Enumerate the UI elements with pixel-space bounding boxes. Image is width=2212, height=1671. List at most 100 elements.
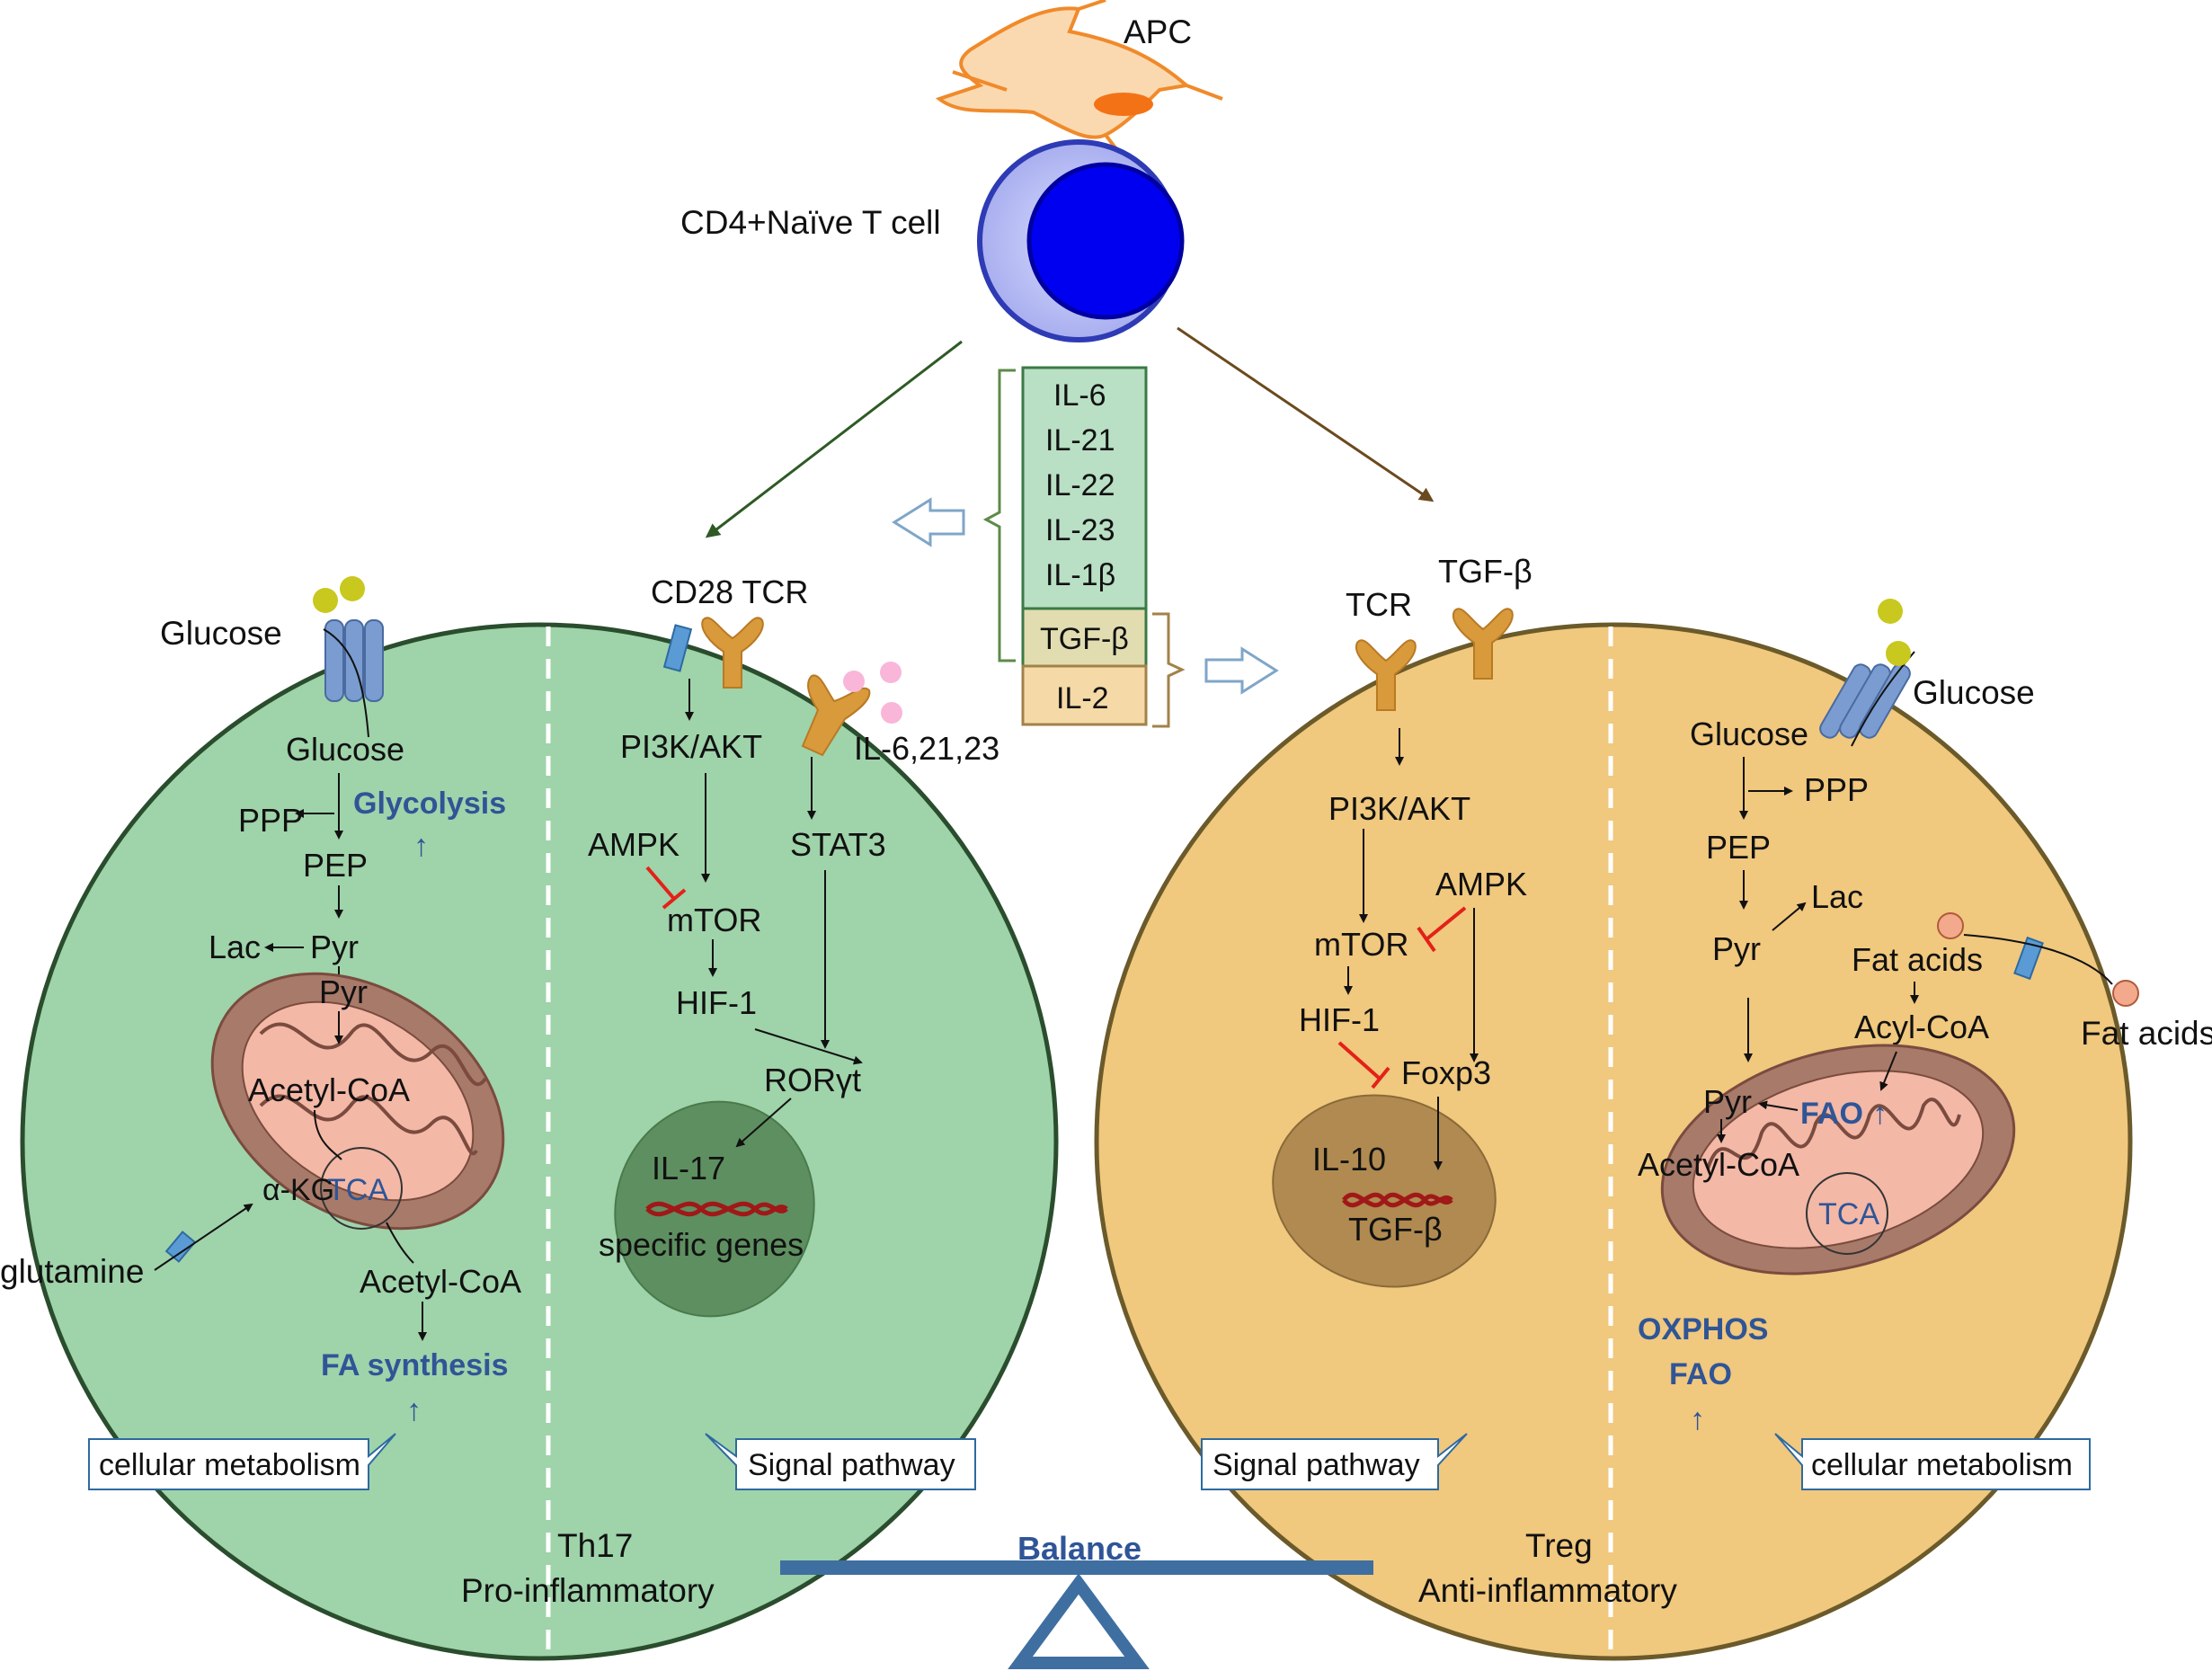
left-tca: TCA	[327, 1173, 388, 1207]
right-glucose-outside: Glucose	[1913, 674, 2035, 711]
tcr-receptor-left	[701, 617, 764, 689]
right-acylcoa: Acyl-CoA	[1854, 1009, 1989, 1045]
left-specific-genes: specific genes	[599, 1226, 804, 1263]
left-acetylcoa1: Acetyl-CoA	[248, 1071, 410, 1108]
mitochondrion-right	[1660, 1044, 2016, 1275]
fat-acid-dot	[1937, 912, 1964, 939]
anti-inflammatory-label: Anti-inflammatory	[1418, 1572, 1677, 1609]
right-mtor: mTOR	[1314, 926, 1408, 963]
callout-metabolism-right-text: cellular metabolism	[1811, 1448, 2073, 1482]
right-lac: Lac	[1811, 878, 1863, 915]
right-tca: TCA	[1818, 1197, 1879, 1231]
right-tcr: TCR	[1346, 586, 1412, 623]
right-fat-acids-outside: Fat acids	[2081, 1015, 2212, 1052]
right-ppp: PPP	[1804, 771, 1869, 808]
right-acetylcoa: Acetyl-CoA	[1638, 1146, 1799, 1183]
dna-icon-left	[645, 1201, 788, 1217]
tca-cycle-left	[320, 1147, 403, 1230]
cytokine-dot	[881, 702, 902, 724]
left-pep: PEP	[303, 847, 368, 884]
apc-cell	[935, 0, 1223, 173]
callout-signal-right	[1201, 1433, 1468, 1490]
arrow-to-th17	[705, 340, 963, 538]
callout-signal-left	[705, 1433, 976, 1490]
left-glycolysis-up: ↑	[413, 829, 429, 863]
pro-inflammatory-label: Pro-inflammatory	[461, 1572, 715, 1609]
left-cd28tcr: CD28 TCR	[651, 573, 808, 610]
arrow-to-treg	[1177, 326, 1435, 502]
cytokine-il2: IL-2	[1056, 681, 1109, 716]
left-mtor: mTOR	[667, 902, 761, 938]
cytokine-il22: IL-22	[1045, 468, 1115, 502]
treg-label: Treg	[1525, 1527, 1593, 1564]
il6-receptor-left	[801, 674, 871, 757]
right-fao-up: ↑	[1872, 1097, 1888, 1131]
cytokine-il1b: IL-1β	[1045, 558, 1115, 592]
callout-cellular-metabolism-right	[1774, 1433, 2091, 1490]
cd28-receptor	[662, 624, 693, 672]
left-roryt: RORγt	[764, 1062, 861, 1098]
fat-acid-dot	[2112, 980, 2139, 1007]
left-glucose-outside: Glucose	[160, 615, 282, 652]
hollow-arrow-left	[892, 497, 965, 547]
right-tgfb-inside: TGF-β	[1348, 1211, 1443, 1248]
glucose-dot	[340, 576, 365, 601]
right-oxphos: OXPHOS	[1638, 1312, 1768, 1347]
callout-cellular-metabolism-left	[88, 1433, 396, 1490]
left-glycolysis: Glycolysis	[353, 787, 506, 821]
mitochondrion-left	[210, 972, 505, 1231]
glutamine-transporter	[164, 1231, 197, 1263]
glucose-dot	[1886, 641, 1911, 666]
left-pi3k: PI3K/AKT	[620, 728, 762, 765]
left-hif1: HIF-1	[676, 984, 757, 1021]
right-fao2: FAO	[1669, 1357, 1732, 1391]
left-ppp: PPP	[238, 802, 303, 839]
callout-signal-right-text: Signal pathway	[1213, 1448, 1420, 1482]
cytokine-dot	[880, 662, 902, 683]
left-glutamine: glutamine	[0, 1253, 144, 1290]
left-ampk: AMPK	[588, 826, 680, 863]
nucleus-left	[614, 1100, 815, 1318]
right-pep: PEP	[1706, 829, 1771, 866]
left-il6-21-23: IL-6,21,23	[854, 730, 999, 767]
right-foxp3: Foxp3	[1401, 1054, 1491, 1091]
cytokine-dot	[843, 671, 865, 692]
left-fa-up: ↑	[406, 1393, 422, 1427]
left-pyr1: Pyr	[310, 929, 359, 965]
tgfb-receptor-right	[1452, 608, 1514, 680]
apc-label: APC	[1124, 13, 1192, 50]
fatacid-transporter	[2013, 936, 2044, 981]
cytokine-il6: IL-6	[1053, 378, 1106, 413]
cytokine-il23: IL-23	[1045, 513, 1115, 547]
glucose-dot	[1878, 599, 1903, 624]
glucose-transporter-left	[323, 619, 384, 738]
cytokine-box	[1021, 366, 1148, 726]
naive-t-cell	[977, 139, 1185, 342]
left-il17: IL-17	[652, 1150, 725, 1187]
treg-cell	[1094, 622, 2133, 1661]
left-acetylcoa2: Acetyl-CoA	[360, 1263, 521, 1300]
tcr-receptor-right	[1355, 639, 1417, 711]
left-bracket	[982, 369, 1016, 662]
right-fao: FAO	[1800, 1097, 1863, 1131]
balance-beam	[780, 1560, 1373, 1575]
th17-label: Th17	[557, 1527, 633, 1564]
dna-icon-right	[1342, 1192, 1453, 1208]
right-bracket	[1152, 612, 1186, 728]
right-pyr1: Pyr	[1712, 930, 1761, 967]
left-stat3: STAT3	[790, 826, 886, 863]
nucleus-right	[1272, 1094, 1497, 1288]
naive-t-label: CD4+Naïve T cell	[680, 204, 941, 241]
cytokine-tgfb: TGF-β	[1040, 622, 1129, 656]
hollow-arrow-right	[1204, 646, 1279, 695]
tca-cycle-right	[1806, 1172, 1888, 1255]
callout-metabolism-left-text: cellular metabolism	[99, 1448, 360, 1482]
th17-cell	[20, 622, 1059, 1661]
left-pyr2: Pyr	[319, 973, 368, 1010]
left-glucose-inside: Glucose	[286, 731, 404, 768]
right-tgfb: TGF-β	[1438, 553, 1532, 590]
right-pi3k: PI3K/AKT	[1328, 790, 1470, 827]
cytokine-il21: IL-21	[1045, 423, 1115, 458]
right-glucose-inside: Glucose	[1690, 716, 1808, 752]
